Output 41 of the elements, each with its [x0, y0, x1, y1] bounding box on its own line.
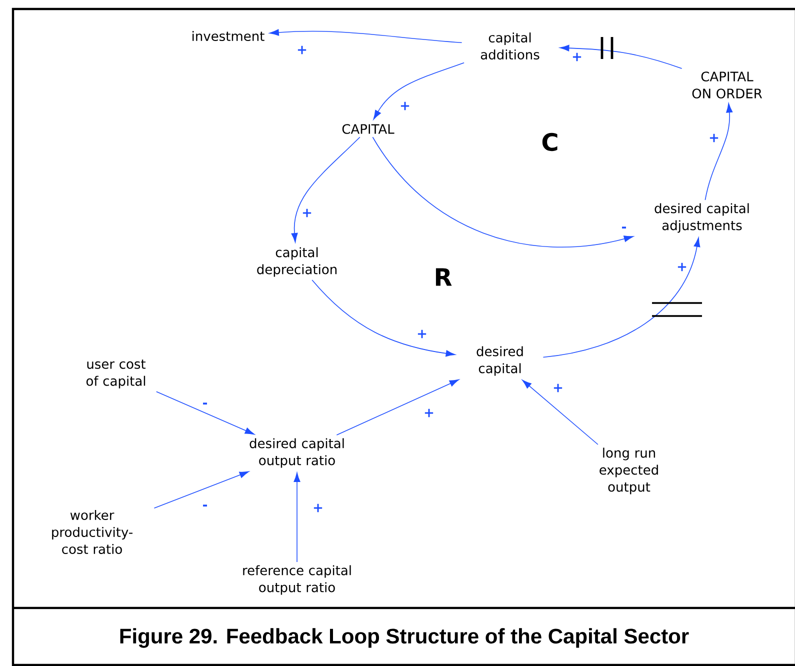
- variable-label: long run expected output: [600, 448, 658, 494]
- polarity-sign: +: [300, 208, 314, 218]
- link-arrow: [560, 44, 682, 69]
- polarity-sign: -: [620, 226, 628, 232]
- variable-label: CAPITAL: [342, 124, 394, 134]
- variable-label: desired capital: [476, 346, 523, 376]
- variable-label: capital depreciation: [257, 247, 337, 277]
- variable-label: worker productivity-cost ratio: [52, 510, 132, 554]
- polarity-sign: +: [398, 100, 412, 112]
- variable-label: CAPITAL ON ORDER: [692, 72, 762, 98]
- link-arrow: [373, 62, 464, 120]
- polarity-sign: -: [201, 504, 209, 510]
- polarity-sign: +: [296, 44, 308, 56]
- polarity-sign: +: [570, 52, 584, 62]
- link-arrow: [704, 103, 733, 200]
- link-arrow: [291, 136, 360, 242]
- figure-caption: Figure 29. Feedback Loop Structure of the Capital Sector: [120, 628, 689, 648]
- link-arrow: [154, 471, 249, 508]
- polarity-sign: +: [708, 132, 720, 144]
- variable-label: reference capital output ratio: [243, 565, 351, 595]
- loop-marker: R: [436, 268, 452, 286]
- link-arrow: [542, 237, 700, 358]
- link-arrow: [336, 379, 459, 436]
- polarity-sign: +: [312, 502, 324, 514]
- polarity-sign: +: [416, 328, 428, 340]
- link-arrow: [312, 280, 456, 357]
- polarity-sign: -: [201, 402, 209, 408]
- variable-label: user cost of capital: [86, 360, 146, 388]
- polarity-sign: +: [422, 408, 436, 418]
- link-arrow: [269, 29, 462, 44]
- polarity-sign: +: [552, 382, 564, 394]
- link-arrow: [372, 136, 634, 248]
- link-arrow: [294, 472, 300, 562]
- variable-label: capital additions: [480, 32, 540, 60]
- variable-label: desired capital adjustments: [654, 203, 749, 233]
- polarity-sign: +: [676, 262, 688, 272]
- link-arrow: [156, 391, 254, 435]
- link-arrow: [522, 380, 598, 445]
- loop-marker: C: [542, 132, 558, 152]
- variable-label: investment: [192, 30, 264, 42]
- variable-label: desired capital output ratio: [250, 438, 344, 468]
